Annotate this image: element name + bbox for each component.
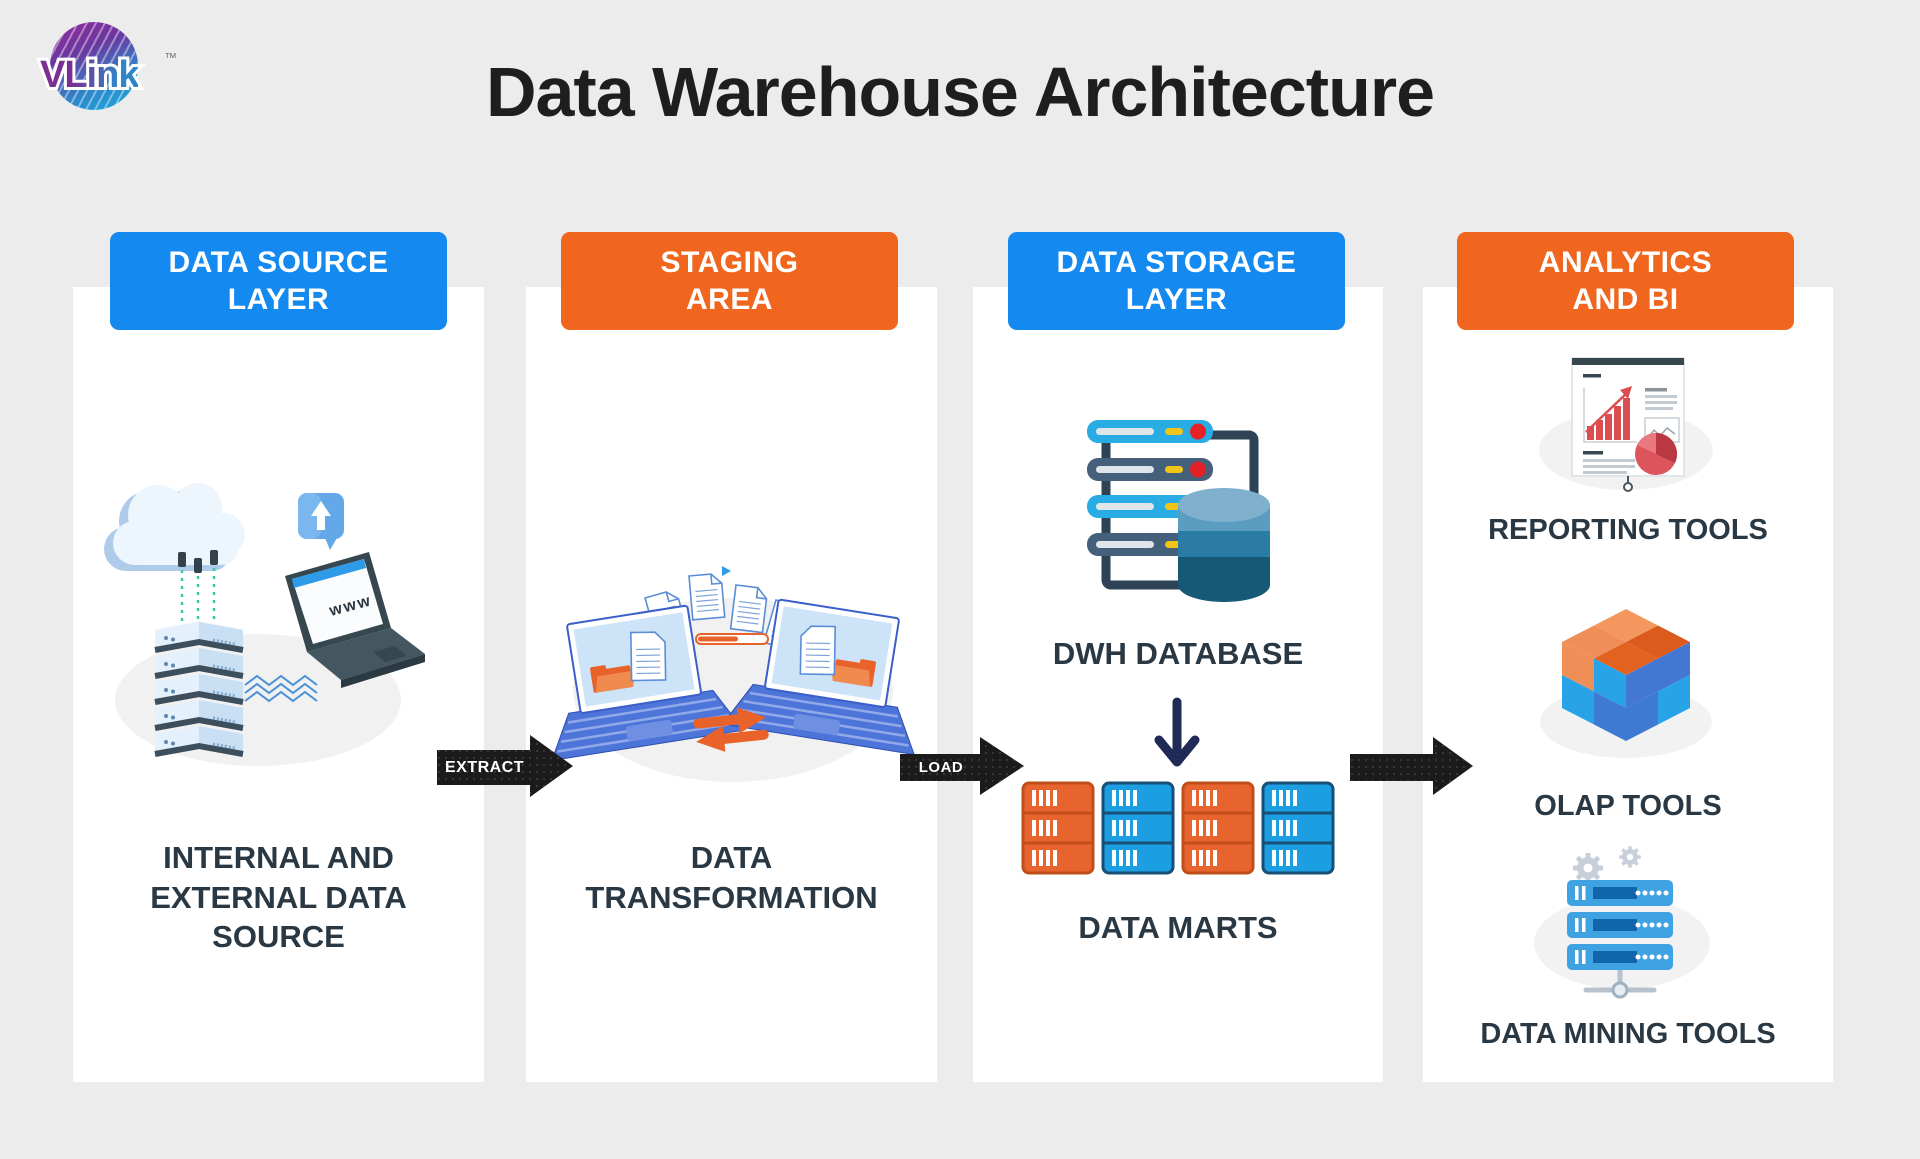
brand-name-fill: VLink xyxy=(40,54,139,96)
database-cylinder xyxy=(1178,488,1270,602)
staging-illustration xyxy=(551,566,915,782)
folder-icon xyxy=(590,665,635,693)
data-marts-icon xyxy=(1021,781,1335,875)
source-laptop-icon: www xyxy=(285,552,425,688)
connection-lines xyxy=(244,674,318,703)
load-arrow: LOAD xyxy=(900,737,1024,795)
data-mining-icon xyxy=(1534,846,1710,999)
brand-name-outline: VLink xyxy=(37,51,143,99)
brand-logo: VLink VLink ™ xyxy=(37,14,190,124)
load-arrow-label: LOAD xyxy=(918,759,964,776)
cloud-cables xyxy=(178,550,218,632)
reporting-tools-icon xyxy=(1539,357,1713,492)
cloud-icon xyxy=(104,483,245,571)
mart-cabinet-blue xyxy=(1101,781,1175,875)
label-data-mining-tools: DATA MINING TOOLS xyxy=(1480,1018,1776,1050)
dwh-database-icon xyxy=(1087,420,1270,602)
data-sources-illustration: www xyxy=(104,483,425,766)
storage-icons xyxy=(1021,420,1335,875)
caption-data-transformation: DATA TRANSFORMATION xyxy=(585,840,878,915)
document-icon xyxy=(799,625,837,676)
storage-to-bi-arrow xyxy=(1350,737,1473,795)
label-data-marts: DATA MARTS xyxy=(1078,910,1278,945)
staging-laptop-right xyxy=(721,598,915,756)
header-analytics-and-bi: ANALYTICS AND BI xyxy=(1457,232,1794,330)
label-reporting-tools: REPORTING TOOLS xyxy=(1488,514,1768,546)
olap-cube-icon xyxy=(1540,609,1712,758)
mining-servers xyxy=(1567,880,1673,970)
globe-icon xyxy=(50,22,138,110)
mart-cabinet-blue xyxy=(1261,781,1335,875)
down-arrow-icon xyxy=(1154,697,1200,767)
network-stand xyxy=(1583,970,1657,999)
header-data-source-layer: DATA SOURCE LAYER xyxy=(110,232,447,330)
header-data-storage-layer: DATA STORAGE LAYER xyxy=(1008,232,1345,330)
mart-cabinet-orange xyxy=(1021,781,1095,875)
page-title: Data Warehouse Architecture xyxy=(485,53,1435,131)
sync-arrows-icon xyxy=(693,707,769,752)
extract-arrow-shape xyxy=(437,735,573,797)
trademark-symbol: ™ xyxy=(164,50,177,65)
load-arrow-shape xyxy=(900,737,1024,795)
staging-laptop-left xyxy=(551,604,745,762)
extract-arrow: EXTRACT xyxy=(437,735,573,797)
server-stack-icon xyxy=(154,621,244,757)
gear-icon xyxy=(1573,846,1641,883)
header-staging-area: STAGING AREA xyxy=(561,232,898,330)
caption-internal-external-data-source: INTERNAL AND EXTERNAL DATA SOURCE xyxy=(150,840,407,955)
panel-storage xyxy=(973,287,1383,1082)
folder-icon xyxy=(831,659,876,687)
label-dwh-database: DWH DATABASE xyxy=(1052,636,1304,671)
document-icon xyxy=(629,631,667,682)
progress-bar xyxy=(695,633,769,645)
extract-arrow-label: EXTRACT xyxy=(444,758,525,776)
upload-icon xyxy=(298,493,344,550)
play-glyph xyxy=(722,566,731,576)
analytics-icons xyxy=(1534,357,1713,999)
label-olap-tools: OLAP TOOLS xyxy=(1534,790,1722,822)
mart-cabinet-orange xyxy=(1181,781,1255,875)
storage-to-bi-arrow-shape xyxy=(1350,737,1473,795)
